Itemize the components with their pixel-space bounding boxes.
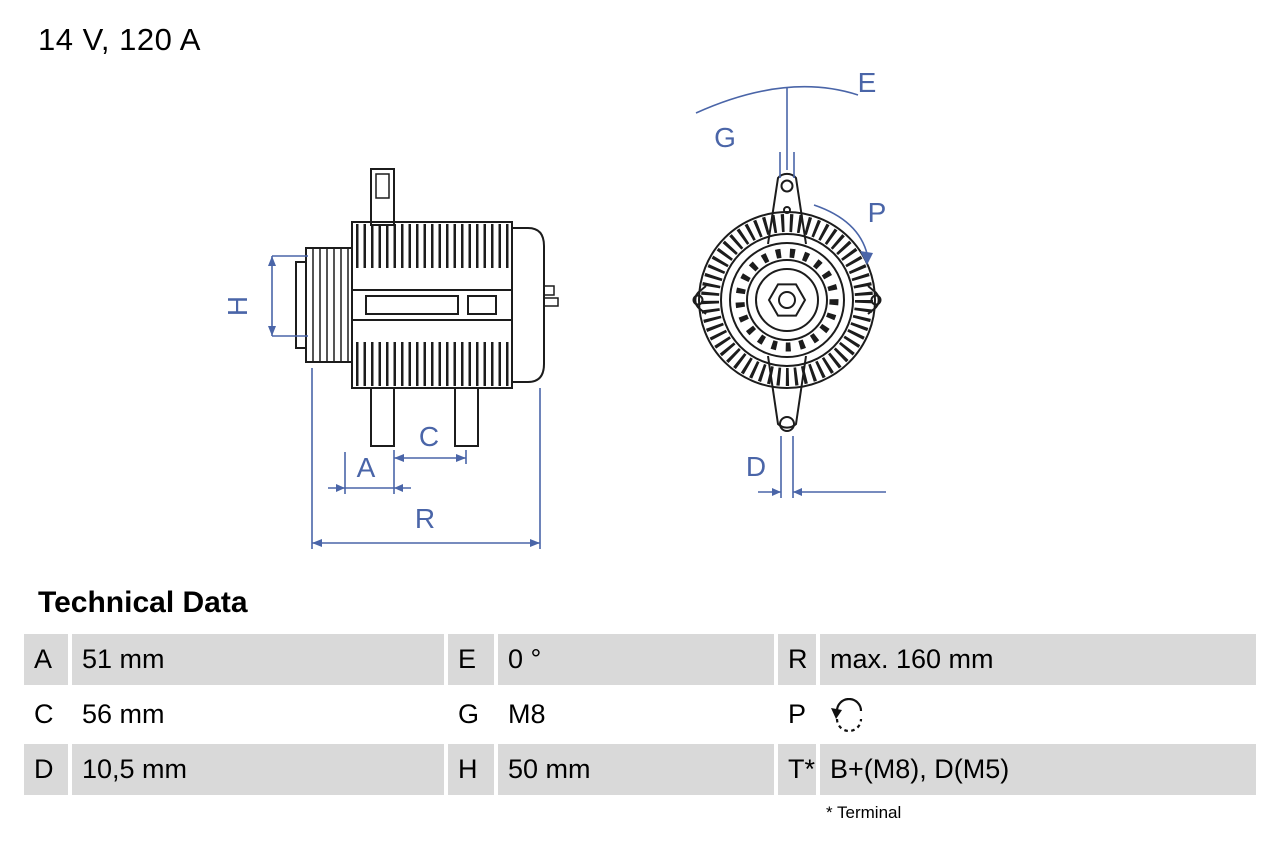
dim-label-r: R bbox=[415, 503, 435, 534]
spec-value-c: 56 mm bbox=[72, 689, 444, 740]
terminal-footnote: * Terminal bbox=[826, 803, 902, 822]
spec-key-g: G bbox=[448, 689, 494, 740]
spec-value-a: 51 mm bbox=[72, 634, 444, 685]
spec-key-d: D bbox=[24, 744, 68, 795]
spec-value-h: 50 mm bbox=[498, 744, 774, 795]
dim-label-e: E bbox=[858, 67, 877, 98]
spec-key-p: P bbox=[778, 689, 816, 740]
spec-key-t: T* bbox=[778, 744, 816, 795]
spec-value-e: 0 ° bbox=[498, 634, 774, 685]
spec-key-h: H bbox=[448, 744, 494, 795]
spec-value-r: max. 160 mm bbox=[820, 634, 1256, 685]
technical-data-heading: Technical Data bbox=[38, 586, 248, 619]
dim-label-a: A bbox=[357, 452, 376, 483]
spec-value-t: B+(M8), D(M5) bbox=[820, 744, 1256, 795]
product-rating-title: 14 V, 120 A bbox=[38, 22, 201, 57]
alternator-side-view bbox=[295, 168, 559, 447]
spec-value-p bbox=[820, 689, 1256, 740]
dim-label-c: C bbox=[419, 421, 439, 452]
rotation-direction-icon bbox=[830, 697, 868, 732]
dim-label-p: P bbox=[868, 197, 887, 228]
dim-label-h: H bbox=[222, 296, 253, 316]
dimension-lines bbox=[271, 85, 886, 549]
dimension-arrowheads bbox=[268, 251, 873, 547]
alternator-front-view bbox=[692, 172, 882, 432]
technical-drawing: H A C R E G P D bbox=[222, 67, 887, 549]
spec-key-c: C bbox=[24, 689, 68, 740]
spec-value-g: M8 bbox=[498, 689, 774, 740]
spec-value-d: 10,5 mm bbox=[72, 744, 444, 795]
technical-data-table: A 51 mm E 0 ° R max. 160 mm C 56 mm G M8… bbox=[24, 634, 1256, 795]
dim-label-g: G bbox=[714, 122, 736, 153]
spec-key-r: R bbox=[778, 634, 816, 685]
spec-key-e: E bbox=[448, 634, 494, 685]
spec-key-a: A bbox=[24, 634, 68, 685]
dim-label-d: D bbox=[746, 451, 766, 482]
